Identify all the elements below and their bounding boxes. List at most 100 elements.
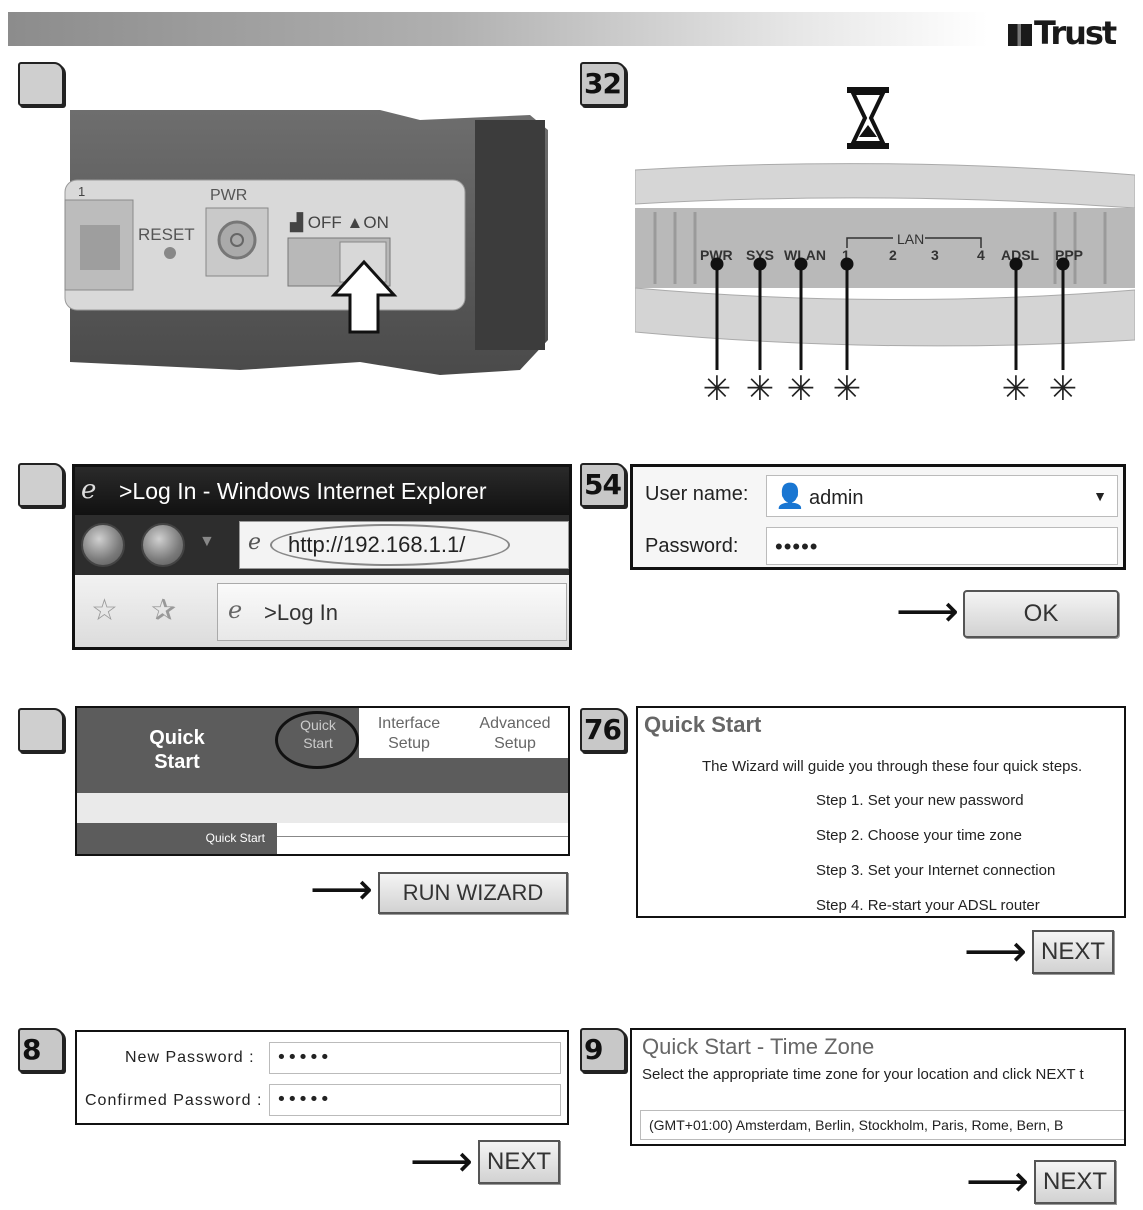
logo-text: Trust — [1034, 14, 1117, 52]
blink-icon: ✳ — [703, 369, 732, 409]
quick-start-step-3: Step 3. Set your Internet connection — [816, 862, 1056, 879]
back-button[interactable] — [81, 523, 125, 567]
confirm-password-field[interactable]: ••••• — [269, 1084, 561, 1116]
quick-start-step-1: Step 1. Set your new password — [816, 792, 1024, 809]
header-bar — [8, 12, 988, 46]
router-menu-panel: Quick Start Quick Start Interface Setup … — [75, 706, 570, 856]
tab-interface-setup[interactable]: Interface Setup — [359, 708, 459, 758]
login-dialog: User name: 👤 admin ▼ Password: ••••• — [630, 464, 1126, 570]
blink-icon: ✳ — [833, 369, 862, 409]
ok-button[interactable]: OK — [963, 590, 1119, 638]
pwr-label: PWR — [210, 187, 247, 204]
step-badge-1 — [18, 62, 64, 106]
led-label-lan3: 3 — [931, 247, 939, 263]
next-button-quick-start[interactable]: NEXT — [1032, 930, 1114, 974]
step-badge-32: 32 — [580, 62, 626, 106]
url-highlight-ellipse — [270, 524, 510, 566]
run-wizard-button[interactable]: RUN WIZARD — [378, 872, 568, 914]
side-title-line2: Start — [154, 751, 200, 773]
blink-icon: ✳ — [787, 369, 816, 409]
led-label-lan4: 4 — [977, 247, 985, 263]
next-button-time-zone[interactable]: NEXT — [1034, 1160, 1116, 1204]
page-icon: e — [248, 530, 262, 555]
led-label-sys: SYS — [746, 247, 774, 263]
lan-group-label: LAN — [897, 231, 924, 247]
step-badge-3 — [18, 463, 64, 507]
browser-title: >Log In - Windows Internet Explorer — [119, 478, 487, 504]
blink-icon: ✳ — [1002, 369, 1031, 409]
time-zone-selected: (GMT+01:00) Amsterdam, Berlin, Stockholm… — [649, 1117, 1064, 1133]
on-label: ON — [363, 213, 389, 232]
quick-start-intro: The Wizard will guide you through these … — [702, 758, 1083, 775]
time-zone-select[interactable]: (GMT+01:00) Amsterdam, Berlin, Stockholm… — [640, 1110, 1124, 1140]
password-field[interactable]: ••••• — [766, 527, 1118, 565]
svg-text:▟ OFF ▲ON: ▟ OFF ▲ON — [289, 212, 389, 233]
lan-port-label: 1 — [78, 184, 85, 199]
tab-highlight-ellipse — [275, 711, 359, 769]
forward-button[interactable] — [141, 523, 185, 567]
new-password-field[interactable]: ••••• — [269, 1042, 561, 1074]
step-badge-5 — [18, 708, 64, 752]
led-label-pwr: PWR — [700, 247, 733, 263]
tab-label: >Log In — [264, 600, 339, 625]
username-value: admin — [809, 487, 864, 509]
confirm-password-label: Confirmed Password : — [85, 1092, 263, 1109]
quick-start-title: Quick Start — [644, 712, 762, 737]
chevron-down-icon[interactable]: ▼ — [1093, 488, 1107, 504]
arrow-right-icon: ⟶ — [964, 926, 1028, 977]
hourglass-icon — [847, 87, 889, 149]
quick-start-side-title: Quick Start — [77, 708, 277, 793]
browser-navbar: ▼ e http://192.168.1.1/ — [75, 515, 569, 575]
browser-window: e >Log In - Windows Internet Explorer ▼ … — [72, 464, 572, 650]
tab2-line1: Interface — [377, 715, 441, 732]
time-zone-title: Quick Start - Time Zone — [642, 1034, 875, 1059]
sub-label-quick-start[interactable]: Quick Start — [77, 823, 277, 854]
password-value: ••••• — [775, 534, 819, 559]
step-badge-9: 9 — [580, 1028, 626, 1072]
add-favorites-icon[interactable]: ✰ — [151, 594, 177, 627]
reset-label: RESET — [138, 225, 195, 244]
time-zone-instruction: Select the appropriate time zone for you… — [642, 1066, 1084, 1083]
ie-logo-icon: e — [81, 475, 97, 505]
next-button-password[interactable]: NEXT — [478, 1140, 560, 1184]
led-label-lan1: 1 — [842, 247, 850, 263]
tab2-line2: Setup — [388, 735, 430, 752]
quick-start-step-4: Step 4. Re-start your ADSL router — [816, 897, 1040, 914]
quick-start-panel: Quick Start The Wizard will guide you th… — [636, 706, 1126, 918]
tab3-line1: Advanced — [479, 715, 551, 732]
led-label-adsl: ADSL — [1001, 247, 1040, 263]
router-back-illustration: 1 RESET PWR ▟ OFF ▲ON — [64, 110, 548, 375]
step-badge-8: 8 — [18, 1028, 64, 1072]
blink-icon: ✳ — [1049, 369, 1078, 409]
arrow-right-icon: ⟶ — [310, 864, 374, 915]
tab-advanced-setup[interactable]: Advanced Setup — [462, 708, 568, 758]
led-label-lan2: 2 — [889, 247, 897, 263]
tab-ie-icon: e — [228, 596, 243, 624]
tab-login[interactable]: e >Log In — [217, 583, 567, 641]
address-bar[interactable]: e http://192.168.1.1/ — [239, 521, 569, 569]
new-password-panel: New Password : ••••• Confirmed Password … — [75, 1030, 569, 1125]
router-front-illustration: PWR SYS WLAN 1 2 3 4 ADSL PPP LAN ✳ ✳ ✳ … — [635, 160, 1135, 409]
sub-divider — [277, 836, 568, 837]
off-label: OFF — [308, 213, 342, 232]
new-password-label: New Password : — [125, 1049, 255, 1066]
arrow-right-icon: ⟶ — [966, 1156, 1030, 1207]
browser-tabbar: ☆ ✰ e >Log In — [75, 575, 569, 647]
browser-titlebar: e >Log In - Windows Internet Explorer — [75, 467, 569, 515]
url-text: http://192.168.1.1/ — [288, 532, 466, 557]
arrow-right-icon: ⟶ — [896, 586, 960, 637]
favorites-star-icon[interactable]: ☆ — [91, 594, 118, 627]
tab3-line2: Setup — [494, 735, 536, 752]
brand-logo: Trust — [1008, 14, 1138, 52]
time-zone-panel: Quick Start - Time Zone Select the appro… — [630, 1028, 1126, 1146]
username-label: User name: — [645, 483, 749, 505]
user-icon: 👤 — [775, 483, 805, 510]
nav-dropdown-icon[interactable]: ▼ — [199, 533, 215, 550]
quick-start-step-2: Step 2. Choose your time zone — [816, 827, 1022, 844]
step-badge-76: 76 — [580, 708, 626, 752]
side-title-line1: Quick — [149, 727, 205, 749]
step-badge-54: 54 — [580, 463, 626, 507]
blink-icon: ✳ — [746, 369, 775, 409]
logo-mark-icon — [1008, 24, 1032, 46]
username-combobox[interactable]: 👤 admin ▼ — [766, 475, 1118, 517]
